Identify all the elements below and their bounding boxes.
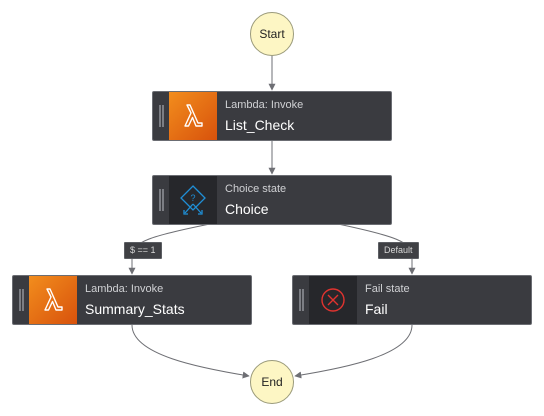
state-name-label: Fail	[365, 300, 388, 317]
drag-handle[interactable]	[13, 276, 29, 324]
state-name-label: Summary_Stats	[85, 300, 185, 317]
state-name-label: Choice	[225, 200, 269, 217]
fail-icon	[309, 276, 357, 324]
state-type-label: Lambda: Invoke	[85, 282, 164, 295]
lambda-icon	[29, 276, 77, 324]
edge-summary-to-end	[131, 324, 250, 379]
state-choice[interactable]: ? Choice state Choice	[152, 175, 392, 225]
state-fail[interactable]: Fail state Fail	[292, 275, 532, 325]
drag-handle[interactable]	[153, 92, 169, 140]
edge-label-condition[interactable]: $ == 1	[124, 242, 162, 259]
state-summary-stats[interactable]: Lambda: Invoke Summary_Stats	[12, 275, 252, 325]
state-name-label: List_Check	[225, 116, 295, 133]
svg-text:?: ?	[190, 193, 195, 203]
start-node[interactable]: Start	[250, 12, 294, 56]
edge-label-default[interactable]: Default	[378, 242, 419, 259]
start-label: Start	[259, 27, 285, 41]
edge-fail-to-end	[294, 324, 413, 379]
state-type-label: Choice state	[225, 182, 287, 195]
choice-icon: ?	[169, 176, 217, 224]
lambda-icon	[169, 92, 217, 140]
state-type-label: Lambda: Invoke	[225, 98, 304, 111]
state-list-check[interactable]: Lambda: Invoke List_Check	[152, 91, 392, 141]
drag-handle[interactable]	[293, 276, 309, 324]
end-label: End	[261, 375, 283, 389]
end-node[interactable]: End	[250, 360, 294, 404]
drag-handle[interactable]	[153, 176, 169, 224]
state-type-label: Fail state	[365, 282, 410, 295]
